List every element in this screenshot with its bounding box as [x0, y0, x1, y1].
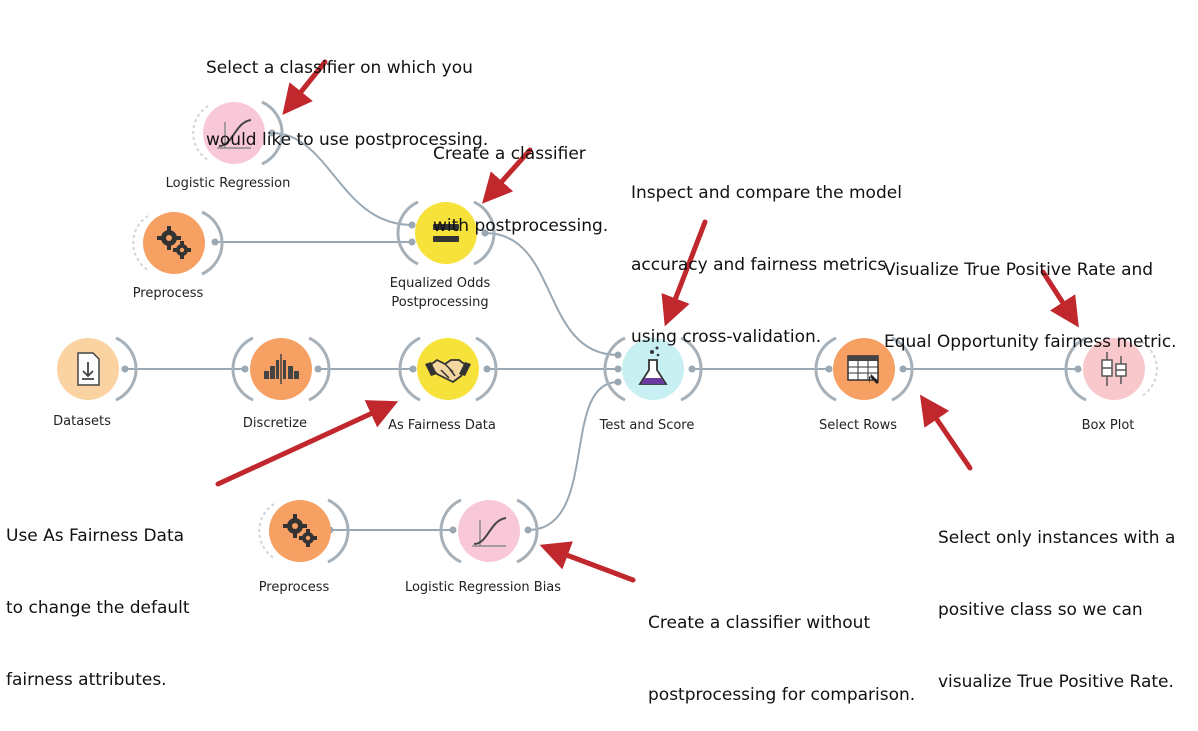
- node-select-rows[interactable]: Select Rows: [808, 328, 914, 433]
- arrow-visualize-tpr: [1040, 269, 1079, 328]
- node-label: Logistic Regression Bias: [404, 580, 562, 595]
- arrow-use-as-fairness: [215, 400, 399, 487]
- node-arcs: [396, 200, 496, 266]
- widget-circle: [57, 338, 119, 400]
- annotation-visualize-tpr: Visualize True Positive Rate and Equal O…: [884, 210, 1177, 378]
- annotation-use-as-fairness: Use As Fairness Data to change the defau…: [6, 476, 190, 716]
- node-arcs: [192, 100, 284, 166]
- gears-icon: [157, 226, 191, 259]
- node-as-fairness-data[interactable]: As Fairness Data: [388, 328, 498, 433]
- gears-icon: [283, 514, 317, 547]
- arrow-inspect-compare: [661, 219, 708, 327]
- handshake-icon: [425, 358, 471, 384]
- widget-circle: [250, 338, 312, 400]
- node-arcs: [231, 336, 331, 402]
- annotation-line: accuracy and fairness metrics: [631, 255, 887, 275]
- node-test-and-score[interactable]: Test and Score: [597, 328, 703, 433]
- node-preprocess-bottom[interactable]: Preprocess: [244, 490, 350, 595]
- annotation-line: Visualize True Positive Rate and: [884, 260, 1154, 280]
- annotation-line: would like to use postprocessing.: [206, 130, 489, 150]
- widget-circle: [143, 212, 205, 274]
- histogram-icon: [264, 354, 299, 384]
- node-label: Test and Score: [599, 418, 695, 433]
- node-label-line: Equalized Odds Postprocessing: [389, 276, 491, 310]
- boxplot-icon: [1101, 352, 1127, 386]
- node-arcs: [258, 498, 350, 564]
- annotation-line: Equal Opportunity fairness metric.: [884, 332, 1177, 352]
- workflow-canvas: [121, 59, 1082, 583]
- annotation-select-classifier: Select a classifier on which you would l…: [206, 8, 488, 176]
- node-box-plot[interactable]: Box Plot: [1058, 328, 1158, 433]
- node-label: As Fairness Data: [388, 418, 496, 433]
- node-arcs: [132, 210, 224, 276]
- node-label: Preprocess: [258, 580, 330, 595]
- node-label: Box Plot: [1081, 418, 1135, 433]
- annotation-line: visualize True Positive Rate.: [938, 672, 1174, 692]
- annotation-create-without-post: Create a classifier without postprocessi…: [648, 563, 915, 731]
- sigmoid-curve-icon: [217, 119, 252, 149]
- annotation-line: Inspect and compare the model: [631, 183, 902, 203]
- link-logreg-to-eqodds[interactable]: [271, 132, 413, 226]
- node-equalized-odds[interactable]: Equalized Odds Postprocessing: [390, 192, 496, 310]
- node-logistic-regression-bias[interactable]: Logistic Regression Bias: [405, 490, 561, 595]
- annotation-inspect-compare: Inspect and compare the model accuracy a…: [631, 133, 902, 373]
- arrow-create-without-post: [539, 541, 636, 583]
- annotation-line: with postprocessing.: [433, 216, 609, 236]
- node-discretize[interactable]: Discretize: [225, 328, 331, 431]
- node-arcs: [398, 336, 498, 402]
- node-datasets[interactable]: Datasets: [32, 328, 138, 429]
- annotation-line: postprocessing for comparison.: [648, 685, 916, 705]
- annotation-select-instances: Select only instances with a positive cl…: [938, 478, 1175, 718]
- table-cursor-icon: [847, 355, 879, 384]
- node-arcs: [1064, 336, 1158, 402]
- equals-icon: [433, 224, 459, 242]
- node-arcs: [439, 498, 539, 564]
- annotation-line: Create a classifier without: [648, 613, 871, 633]
- node-preprocess-top[interactable]: Preprocess: [118, 202, 224, 301]
- node-arcs: [603, 336, 703, 402]
- widget-circle: [415, 202, 477, 264]
- annotation-line: Select a classifier on which you: [206, 58, 473, 78]
- annotation-line: using cross-validation.: [631, 327, 822, 347]
- annotation-line: Create a classifier: [433, 144, 586, 164]
- annotation-create-with-post: Create a classifier with postprocessing.: [433, 94, 608, 262]
- widget-circle: [833, 338, 895, 400]
- node-label: Select Rows: [818, 418, 898, 433]
- node-arcs: [814, 336, 914, 402]
- arrow-create-with-post: [482, 147, 533, 204]
- node-logistic-regression[interactable]: Logistic Regression: [166, 92, 290, 191]
- widget-circle: [203, 102, 265, 164]
- annotation-line: Use As Fairness Data: [6, 526, 185, 546]
- node-label: Preprocess: [132, 286, 204, 301]
- link-eqodds-to-testscore[interactable]: [484, 232, 619, 356]
- annotation-line: fairness attributes.: [6, 670, 167, 690]
- widget-circle: [269, 500, 331, 562]
- node-label: Discretize: [242, 416, 308, 431]
- widget-circle: [1083, 338, 1145, 400]
- flask-icon: [638, 346, 668, 385]
- node-label: Equalized Odds Postprocessing: [330, 274, 550, 312]
- node-arcs: [115, 336, 138, 402]
- annotation-line: to change the default: [6, 598, 190, 618]
- arrow-select-classifier: [282, 59, 328, 116]
- widget-circle: [458, 500, 520, 562]
- link-logregbias-to-testscore[interactable]: [527, 381, 619, 531]
- file-download-icon: [77, 352, 100, 386]
- node-label: Datasets: [53, 414, 111, 429]
- node-label: Logistic Regression: [165, 176, 291, 191]
- arrow-select-instances: [919, 394, 973, 471]
- widget-circle: [417, 338, 479, 400]
- annotation-line: Select only instances with a: [938, 528, 1176, 548]
- sigmoid-curve-icon: [472, 517, 507, 547]
- annotation-line: positive class so we can: [938, 600, 1143, 620]
- widget-circle: [622, 338, 684, 400]
